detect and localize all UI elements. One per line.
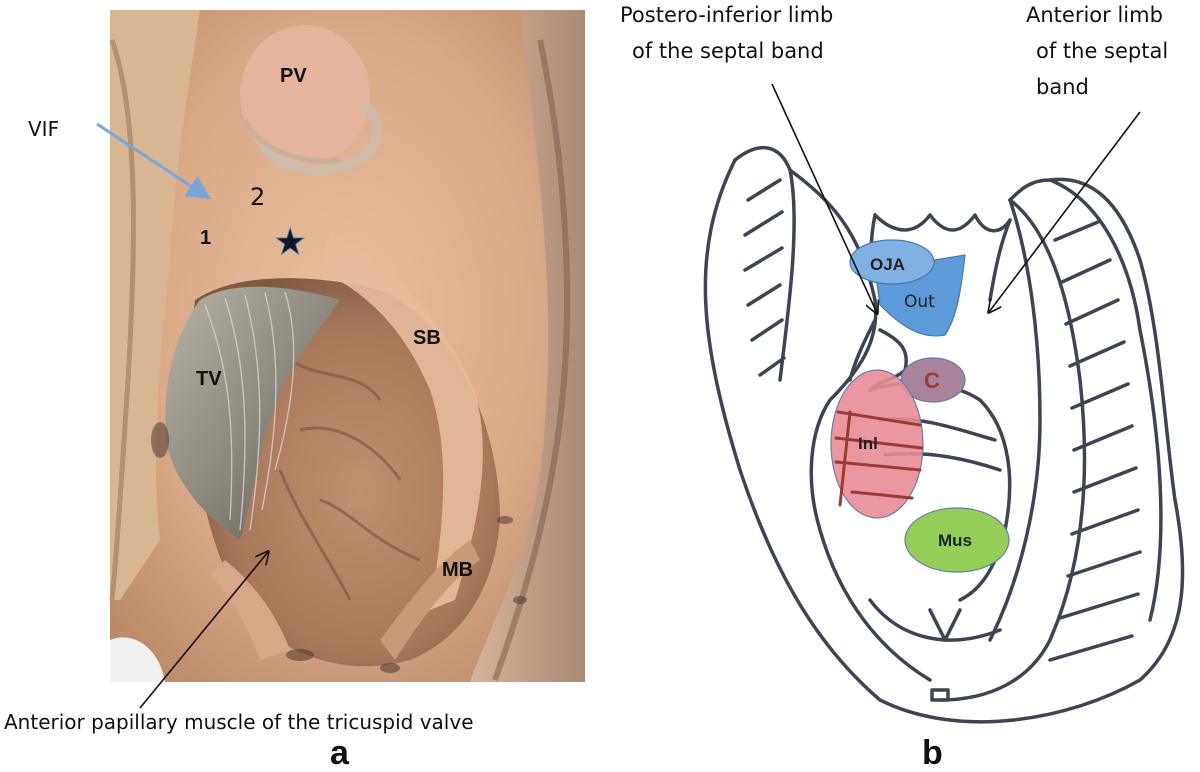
label-1: 1 [200,227,211,249]
label-out: Out [904,292,935,312]
star-marker-icon: ★ [274,221,306,262]
pulmonary-valve-cusp-edge-2 [242,118,341,164]
label-mus: Mus [938,531,972,550]
inner-left-wall [788,168,932,682]
label-sb: SB [413,327,441,349]
left-wall-cut-edge [109,39,136,601]
label-postero-inferior-limb: Postero-inferior limb of the septal band [620,3,840,63]
anterior-limb-arrow [989,111,1141,312]
label-c: C [924,368,940,393]
label-inl: Inl [858,434,878,453]
free-wall-outer [938,198,1087,702]
label-mb: MB [442,559,473,581]
panel-a-photo [109,10,585,682]
postero-inferior-limb-arrow [771,83,877,313]
septal-band-tissue [320,230,483,610]
oja-region [849,239,935,285]
apex-inner [868,598,1002,642]
glove-corner [110,637,165,682]
vif-arrow [96,122,212,200]
label-tv: TV [196,368,222,390]
pulmonary-root-right [988,218,1012,302]
cavity-trabeculations [278,358,421,601]
papillary-muscle-arrow [139,552,268,709]
apex-small-block [930,688,950,702]
anterior-papillary-muscle [210,560,290,660]
septal-band-left-limb [848,318,877,382]
tissue-shadows [151,422,527,673]
right-outer-wall [1048,178,1163,622]
panel-letter-a: a [330,734,350,772]
pulmonary-valve-tissue [240,25,370,165]
panel-letter-b: b [922,734,943,772]
caption-anterior-papillary-muscle: Anterior papillary muscle of the tricusp… [4,710,474,734]
wall-hatching [743,178,1142,662]
inl-trabeculae [834,410,924,507]
label-anterior-limb: Anterior limb of the septal band [1026,3,1175,99]
mus-region [904,507,1010,573]
pulmonary-valve-cusps [873,213,1012,233]
outer-left-limb [733,145,796,382]
tricuspid-valve-leaflet [165,286,340,540]
label-pv: PV [280,65,307,87]
apex-notch [928,608,962,642]
outer-heart-outline [703,158,1185,724]
chordae-tendineae [204,291,295,531]
label-vif: VIF [28,117,59,141]
label-2: 2 [250,183,265,211]
pulmonary-valve-cusp-edge [257,100,383,175]
label-oja: OJA [870,255,905,274]
right-wall-tissue [470,10,585,682]
moderator-band-tissue [380,540,480,660]
